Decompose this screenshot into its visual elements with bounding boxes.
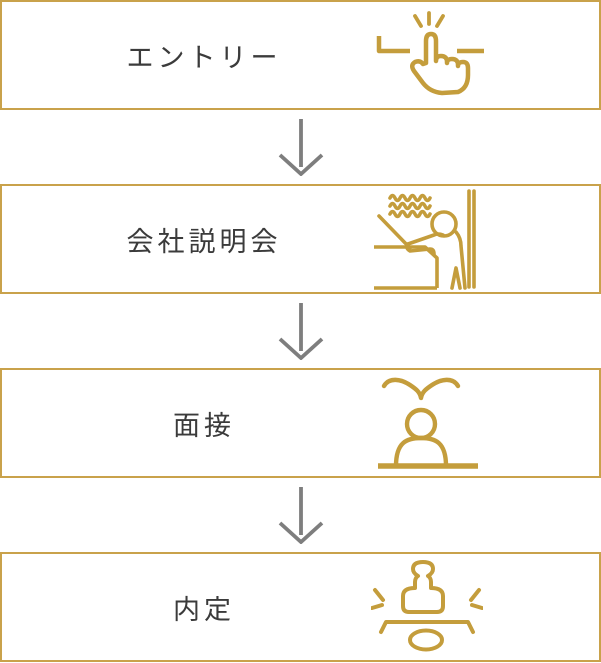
company-presentation-icon — [362, 186, 492, 292]
step-box-entry: エントリー — [0, 0, 601, 110]
step-label-company-session: 会社説明会 — [126, 226, 282, 257]
flow-step-connector — [0, 110, 601, 184]
step-box-company-session: 会社説明会 — [0, 184, 601, 294]
tap-click-icon — [362, 2, 492, 108]
step-box-interview: 面接 — [0, 368, 601, 478]
down-arrow-icon — [278, 487, 323, 544]
down-arrow-icon — [278, 303, 323, 360]
interview-seat-icon — [362, 370, 492, 476]
down-arrow-icon — [278, 119, 323, 176]
flow-step-connector — [0, 478, 601, 552]
step-label-interview: 面接 — [173, 410, 235, 441]
step-label-entry: エントリー — [126, 42, 282, 73]
hanko-stamp-icon — [362, 554, 492, 660]
step-label-offer: 内定 — [173, 594, 235, 625]
flow-step-connector — [0, 294, 601, 368]
step-box-offer: 内定 — [0, 552, 601, 662]
